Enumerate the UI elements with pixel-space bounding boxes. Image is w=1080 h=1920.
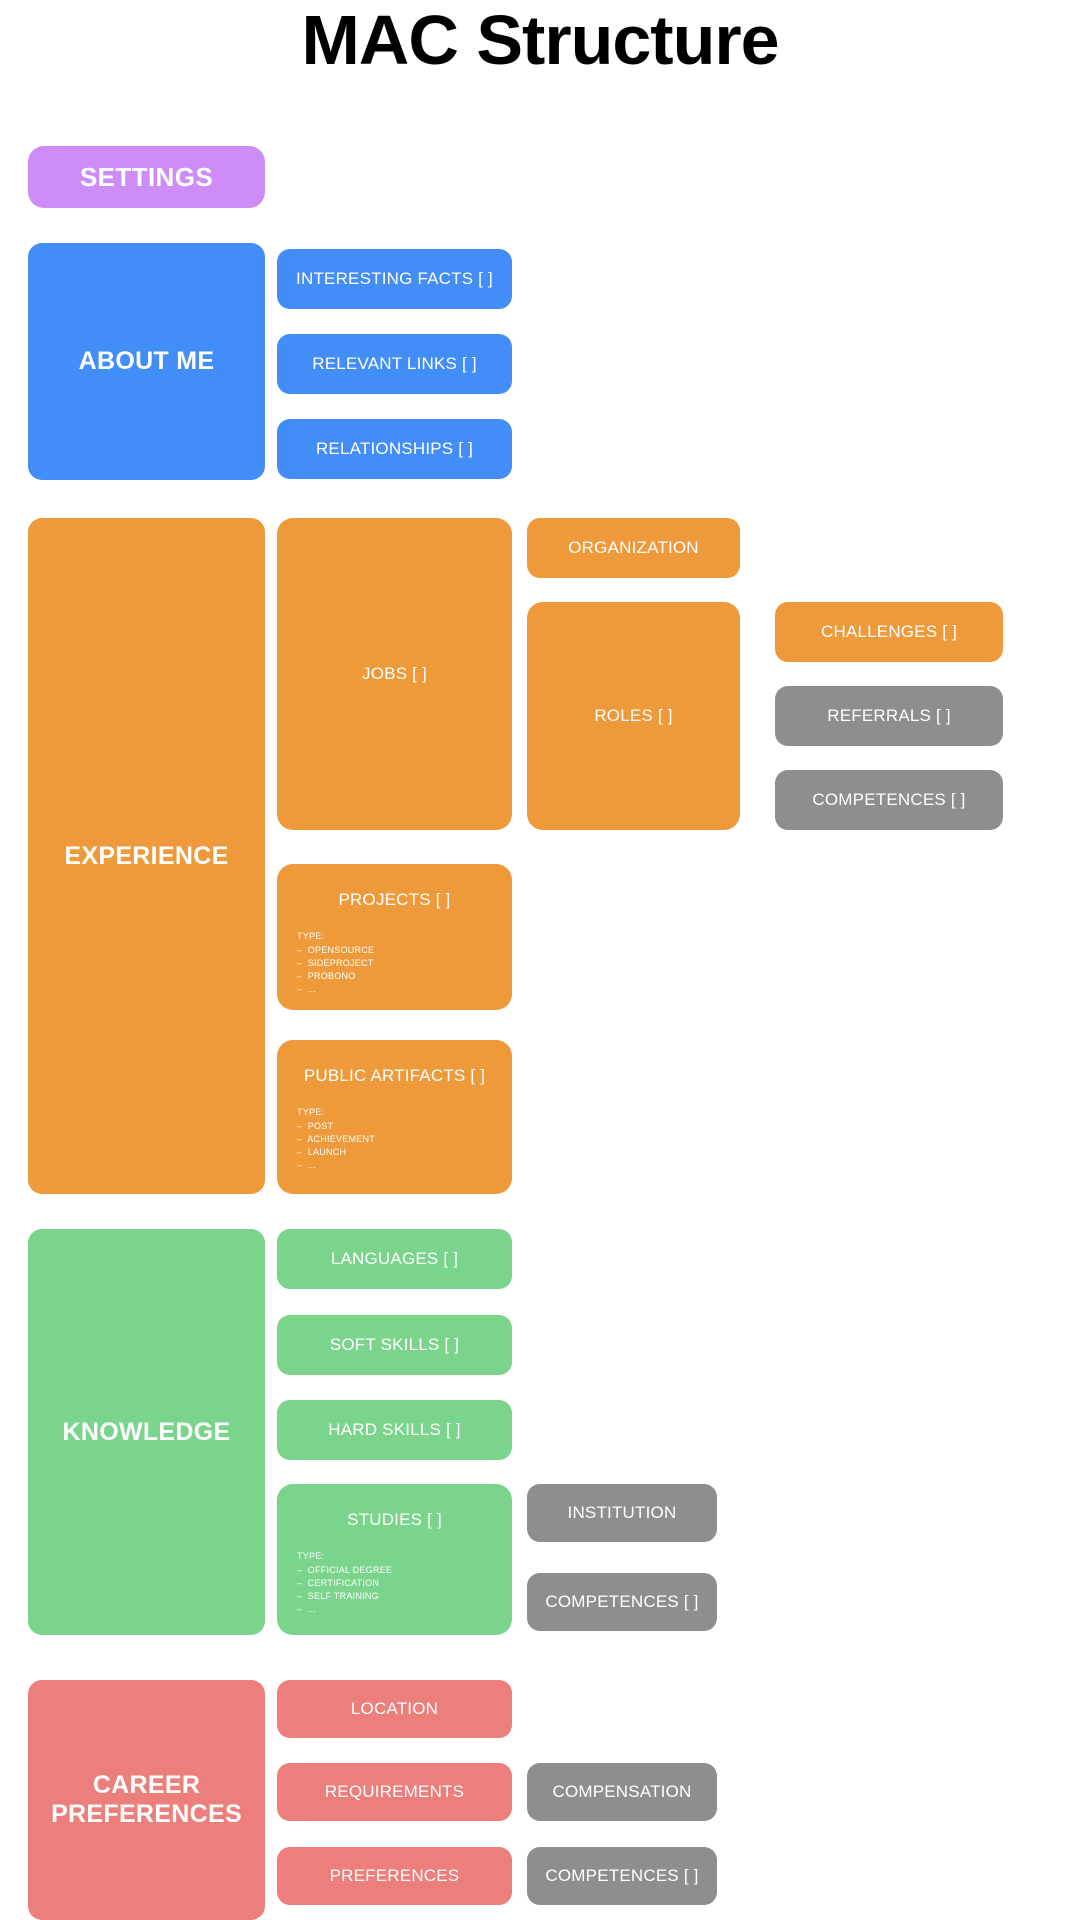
page-title: MAC Structure: [301, 1, 779, 79]
node-knowledge[interactable]: KNOWLEDGE: [28, 1229, 265, 1635]
node-soft-skills[interactable]: SOFT SKILLS [ ]: [277, 1315, 512, 1375]
node-interesting-facts-label: INTERESTING FACTS [ ]: [296, 269, 493, 288]
node-compensation-label: COMPENSATION: [552, 1782, 692, 1801]
studies-type-items: OFFICIAL DEGREE CERTIFICATION SELF TRAIN…: [297, 1564, 494, 1616]
node-preferences-label: PREFERENCES: [329, 1866, 460, 1885]
node-organization-label: ORGANIZATION: [568, 538, 699, 557]
node-languages[interactable]: LANGUAGES [ ]: [277, 1229, 512, 1289]
node-hard-skills-label: HARD SKILLS [ ]: [328, 1420, 461, 1439]
public-artifacts-type-list: TYPE: POST ACHIEVEMENT LAUNCH ...: [295, 1106, 494, 1172]
node-competences-experience[interactable]: COMPETENCES [ ]: [775, 770, 1003, 830]
list-item: ...: [297, 983, 494, 996]
node-relevant-links[interactable]: RELEVANT LINKS [ ]: [277, 334, 512, 394]
list-item: POST: [297, 1120, 494, 1133]
node-jobs-label: JOBS [ ]: [362, 664, 427, 683]
list-item: OFFICIAL DEGREE: [297, 1564, 494, 1577]
node-requirements-label: REQUIREMENTS: [324, 1782, 465, 1801]
node-referrals[interactable]: REFERRALS [ ]: [775, 686, 1003, 746]
node-roles[interactable]: ROLES [ ]: [527, 602, 740, 830]
node-experience-label: EXPERIENCE: [64, 841, 229, 870]
node-competences-career-label: COMPETENCES [ ]: [545, 1866, 699, 1885]
node-location[interactable]: LOCATION: [277, 1680, 512, 1738]
node-preferences[interactable]: PREFERENCES: [277, 1847, 512, 1905]
node-competences-experience-label: COMPETENCES [ ]: [812, 790, 966, 809]
node-jobs[interactable]: JOBS [ ]: [277, 518, 512, 830]
node-hard-skills[interactable]: HARD SKILLS [ ]: [277, 1400, 512, 1460]
list-item: SELF TRAINING: [297, 1590, 494, 1603]
projects-type-label: TYPE:: [297, 931, 325, 941]
node-public-artifacts[interactable]: PUBLIC ARTIFACTS [ ] TYPE: POST ACHIEVEM…: [277, 1040, 512, 1194]
node-about-me-label: ABOUT ME: [78, 347, 215, 376]
node-interesting-facts[interactable]: INTERESTING FACTS [ ]: [277, 249, 512, 309]
node-relationships[interactable]: RELATIONSHIPS [ ]: [277, 419, 512, 479]
node-about-me[interactable]: ABOUT ME: [28, 243, 265, 480]
node-relationships-label: RELATIONSHIPS [ ]: [315, 439, 474, 458]
node-competences-career[interactable]: COMPETENCES [ ]: [527, 1847, 717, 1905]
node-competences-knowledge[interactable]: COMPETENCES [ ]: [527, 1573, 717, 1631]
list-item: PROBONO: [297, 970, 494, 983]
list-item: SIDEPROJECT: [297, 957, 494, 970]
node-referrals-label: REFERRALS [ ]: [827, 706, 951, 725]
node-experience[interactable]: EXPERIENCE: [28, 518, 265, 1194]
node-institution-label: INSTITUTION: [567, 1503, 677, 1522]
node-challenges-label: CHALLENGES [ ]: [820, 622, 957, 641]
list-item: LAUNCH: [297, 1146, 494, 1159]
node-compensation[interactable]: COMPENSATION: [527, 1763, 717, 1821]
projects-type-items: OPENSOURCE SIDEPROJECT PROBONO ...: [297, 944, 494, 996]
node-settings-label: SETTINGS: [79, 161, 214, 192]
studies-type-list: TYPE: OFFICIAL DEGREE CERTIFICATION SELF…: [295, 1550, 494, 1616]
node-relevant-links-label: RELEVANT LINKS [ ]: [312, 354, 477, 373]
list-item: ACHIEVEMENT: [297, 1133, 494, 1146]
node-institution[interactable]: INSTITUTION: [527, 1484, 717, 1542]
node-career-preferences-label: CAREER PREFERENCES: [51, 1771, 242, 1828]
list-item: ...: [297, 1603, 494, 1616]
node-career-preferences[interactable]: CAREER PREFERENCES: [28, 1680, 265, 1920]
public-artifacts-type-items: POST ACHIEVEMENT LAUNCH ...: [297, 1120, 494, 1172]
node-knowledge-label: KNOWLEDGE: [62, 1417, 231, 1446]
node-requirements[interactable]: REQUIREMENTS: [277, 1763, 512, 1821]
public-artifacts-type-label: TYPE:: [297, 1107, 325, 1117]
studies-type-label: TYPE:: [297, 1551, 325, 1561]
list-item: CERTIFICATION: [297, 1577, 494, 1590]
node-studies-label: STUDIES [ ]: [347, 1510, 442, 1529]
list-item: ...: [297, 1159, 494, 1172]
node-public-artifacts-label: PUBLIC ARTIFACTS [ ]: [303, 1066, 486, 1085]
node-location-label: LOCATION: [350, 1699, 439, 1718]
node-projects-label: PROJECTS [ ]: [338, 890, 451, 909]
node-projects[interactable]: PROJECTS [ ] TYPE: OPENSOURCE SIDEPROJEC…: [277, 864, 512, 1010]
node-studies[interactable]: STUDIES [ ] TYPE: OFFICIAL DEGREE CERTIF…: [277, 1484, 512, 1635]
projects-type-list: TYPE: OPENSOURCE SIDEPROJECT PROBONO ...: [295, 930, 494, 996]
list-item: OPENSOURCE: [297, 944, 494, 957]
node-soft-skills-label: SOFT SKILLS [ ]: [329, 1335, 460, 1354]
node-languages-label: LANGUAGES [ ]: [330, 1249, 459, 1268]
node-settings[interactable]: SETTINGS: [28, 146, 265, 208]
node-organization[interactable]: ORGANIZATION: [527, 518, 740, 578]
node-competences-knowledge-label: COMPETENCES [ ]: [545, 1592, 699, 1611]
node-challenges[interactable]: CHALLENGES [ ]: [775, 602, 1003, 662]
node-roles-label: ROLES [ ]: [594, 706, 673, 725]
